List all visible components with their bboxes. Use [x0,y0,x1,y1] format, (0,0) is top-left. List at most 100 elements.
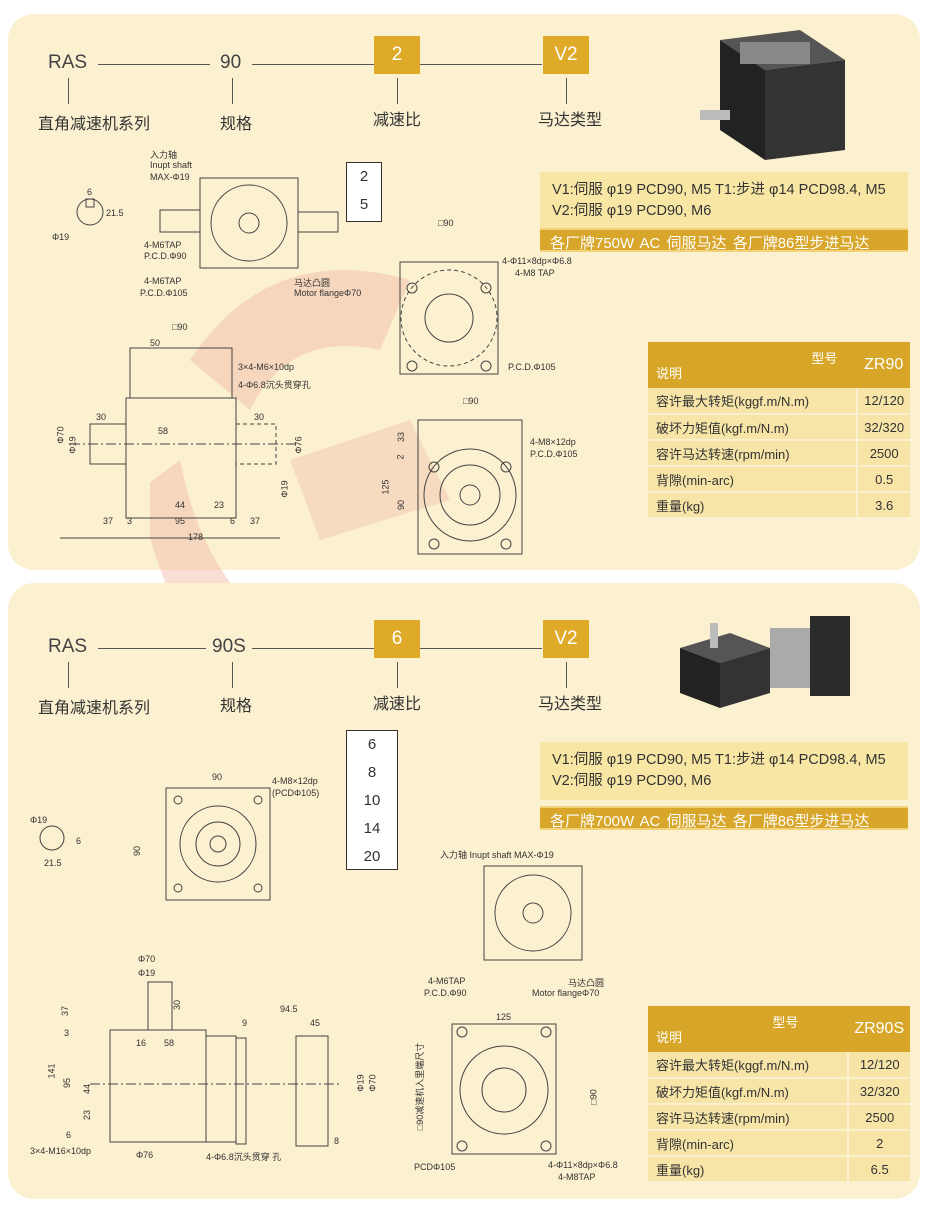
drawing-label: MAX-Φ19 [150,172,190,182]
drawing-label: 4-M8×12dp [272,776,318,786]
header-model: ZR90 [857,342,910,388]
ratio-option: 2 [359,168,369,185]
row-label: 破坏力矩值(kgf.m/N.m) [648,414,858,441]
caption-size: 规格 [220,116,253,133]
caption-size: 规格 [220,698,253,715]
row-label: 容许马达转速(rpm/min) [648,440,858,467]
ratio-option: 8 [367,764,377,781]
drawing-label: P.C.D.Φ90 [424,988,467,998]
drawing-label: 30 [172,999,183,1011]
ratio-option: 5 [359,196,369,213]
drawing-label: □90 [438,218,454,228]
drawing-label: Inupt shaft [150,160,193,170]
ratio-list: 6 8 10 14 20 [346,730,398,870]
drawing-label: 4-Φ6.8沉头贯穿 孔 [206,1152,282,1162]
caption-ratio: 减速比 [373,112,422,129]
drawing-label: 44 [175,500,186,510]
caption-series: 直角减速机系列 [38,700,151,717]
drawing-label: □90减速机入里端尺寸 [415,1042,426,1131]
drawing-label: 4-M8 TAP [515,268,555,278]
drawing-label: 178 [188,532,204,542]
drawing-label: PCDΦ105 [414,1162,456,1172]
row-value: 12/120 [847,1052,910,1079]
caption-motor: 马达类型 [538,112,603,129]
drawing-label: 23 [214,500,225,510]
technical-drawing-1 [60,177,523,555]
caption-motor: 马达类型 [538,696,603,713]
drawing-label: 45 [310,1018,321,1028]
drawing-label: 3×4-M6×10dp [238,362,295,372]
drawing-label: 30 [96,412,107,422]
drawing-label: Φ76 [136,1150,154,1160]
drawing-label: 4-Φ11×8dp×Φ6.8 [502,256,572,266]
drawing-label: 3 [64,1028,70,1038]
drawing-label: 90 [212,772,223,782]
drawing-label: 94.5 [280,1004,298,1014]
drawing-label: □90 [588,1089,599,1105]
drawing-label: 3×4-M16×10dp [30,1146,92,1156]
drawing-label: 141 [46,1063,57,1079]
drawing-label: 21.5 [44,858,62,868]
caption-series: 直角减速机系列 [38,116,151,133]
row-label: 背隙(min-arc) [648,1130,849,1157]
drawing-label: □90 [172,322,188,332]
spec-line: V2:伺服 φ19 PCD90, M6 [552,203,712,219]
drawing-label: 50 [150,338,161,348]
drawing-label: Φ19 [52,232,70,242]
ratio-option: 6 [367,736,377,753]
ratio-option: 14 [363,820,381,837]
row-label: 容许马达转速(rpm/min) [648,1104,849,1131]
ratio-box: 2 [374,36,420,74]
row-label: 重量(kg) [648,492,858,519]
table-row: 重量(kg)6.5 [648,1156,910,1183]
drawing-label: 125 [496,1012,512,1022]
drawing-label: 马达凸圆 [294,278,331,288]
drawing-label: 4-Φ11×8dp×Φ6.8 [548,1160,618,1170]
table-row: 容许马达转速(rpm/min)2500 [648,1104,910,1131]
row-label: 破坏力矩值(kgf.m/N.m) [648,1078,849,1105]
header-model-label: 型号 [811,351,838,366]
ratio-list: 2 5 [346,162,382,222]
drawing-label: 16 [136,1038,147,1048]
drawing-label: 37 [250,516,261,526]
ratio-option: 10 [363,792,381,809]
ratio-box: 6 [374,620,420,658]
motor-band: 各厂牌750W AC 伺服马达 各厂牌86型步进马达 [540,228,908,252]
drawing-label: 马达凸圆 [568,978,605,988]
drawing-label: 30 [254,412,265,422]
row-value: 6.5 [847,1156,910,1183]
header-model-label: 型号 [772,1015,799,1030]
drawing-label: 44 [82,1083,93,1095]
row-value: 2 [847,1130,910,1157]
drawing-label: 8 [334,1136,340,1146]
drawing-label: 6 [87,187,93,197]
drawing-label: Φ19 [30,815,48,825]
drawing-label: 4-M8TAP [558,1172,596,1182]
row-label: 重量(kg) [648,1156,849,1183]
drawing-label: 9 [242,1018,248,1028]
drawing-label: P.C.D.Φ105 [508,362,556,372]
drawing-label: 6 [230,516,236,526]
drawing-label: 入力轴 Inupt shaft MAX-Φ19 [440,850,554,860]
drawing-label: 21.5 [106,208,124,218]
drawing-label: Motor flangeΦ70 [532,988,600,998]
row-value: 32/320 [856,414,910,441]
ratio-option: 20 [363,848,381,865]
technical-drawing-2 [39,787,583,1155]
drawing-label: 90 [132,845,143,857]
table-row: 容许马达转速(rpm/min)2500 [648,440,910,467]
header-model: ZR90S [848,1006,910,1052]
motor-band: 各厂牌700W AC 伺服马达 各厂牌86型步进马达 [540,806,908,830]
motor-spec: V1:伺服 φ19 PCD90, M5 T1:步进 φ14 PCD98.4, M… [540,742,908,800]
drawing-label: 4-M8×12dp [530,437,576,447]
table-row: 背隙(min-arc)0.5 [648,466,910,493]
table-row: 容许最大转矩(kggf.m/N.m)12/120 [648,388,910,415]
drawing-label: Φ19 [355,1074,366,1092]
drawing-label: 4-Φ6.8沉头贯穿孔 [238,380,311,390]
drawing-label: Motor flangeΦ70 [294,288,362,298]
table-row: 背隙(min-arc)2 [648,1130,910,1157]
code-series: RAS [48,52,88,73]
product-photo-right-angle [700,30,845,160]
